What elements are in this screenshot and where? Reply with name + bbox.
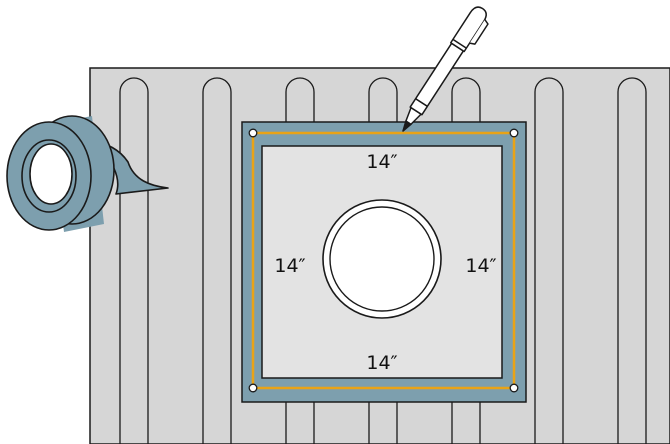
tape-roll-icon bbox=[6, 115, 169, 232]
corner-hole bbox=[248, 128, 258, 138]
panel-ribs bbox=[119, 77, 647, 444]
dimension-label-bottom: 14″ bbox=[366, 352, 397, 374]
marker-cap-band bbox=[452, 38, 467, 49]
marker-clip bbox=[469, 19, 489, 45]
dimension-label-left: 14″ bbox=[274, 255, 305, 277]
panel-rib bbox=[119, 77, 149, 444]
panel-rib bbox=[202, 77, 232, 444]
corner-hole bbox=[509, 128, 519, 138]
flashing-plate bbox=[241, 121, 527, 403]
panel-rib bbox=[617, 77, 647, 444]
panel-rib bbox=[285, 77, 315, 444]
guide-line-outline bbox=[251, 131, 516, 390]
pipe-opening-inner bbox=[329, 206, 435, 312]
corner-hole bbox=[509, 383, 519, 393]
panel-rib bbox=[451, 77, 481, 444]
dimension-label-top: 14″ bbox=[366, 151, 397, 173]
dimension-label-right: 14″ bbox=[465, 255, 496, 277]
marker-cap bbox=[450, 6, 487, 53]
corner-hole bbox=[248, 383, 258, 393]
tape-roll-hole bbox=[29, 143, 73, 205]
panel-rib bbox=[368, 77, 398, 444]
panel-rib bbox=[534, 77, 564, 444]
marker-pen-icon bbox=[402, 6, 489, 132]
